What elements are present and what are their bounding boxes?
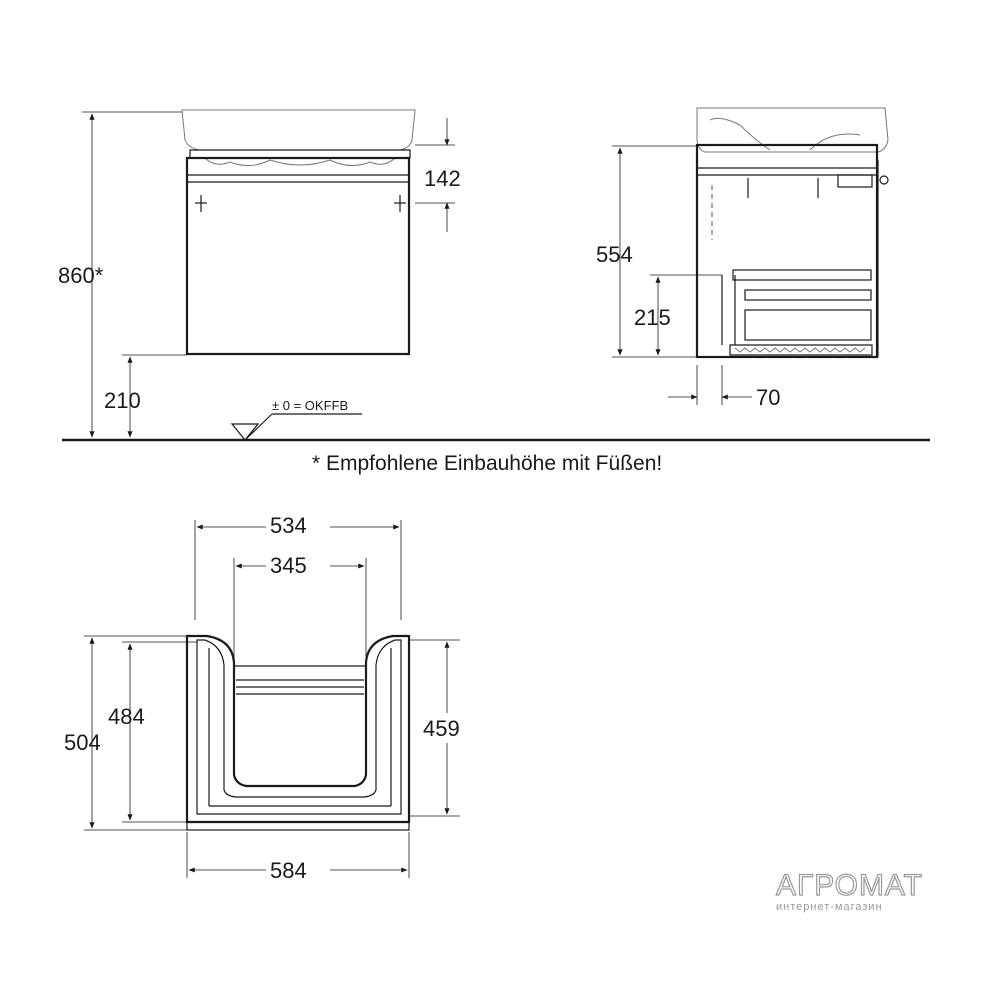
drawer-lower xyxy=(744,289,872,301)
basin-rim xyxy=(189,149,411,159)
mount-mark-right xyxy=(394,195,406,212)
floor-label: ± 0 = OKFFB xyxy=(272,398,348,413)
front-view: 860* 210 142 ± 0 = OKFFB xyxy=(58,109,461,441)
dim-584: 584 xyxy=(270,858,307,883)
side-view: 554 215 70 xyxy=(596,107,889,410)
front-cabinet xyxy=(185,156,411,356)
brand-name: АГРОМАТ xyxy=(776,869,923,902)
dim-484: 484 xyxy=(108,704,145,729)
dim-534: 534 xyxy=(270,513,307,538)
brand-tagline: интернет-магазин xyxy=(776,901,883,913)
dim-70: 70 xyxy=(756,385,780,410)
dim-459: 459 xyxy=(423,716,460,741)
brand-watermark: АГРОМАТ интернет-магазин xyxy=(775,868,923,913)
dim-554: 554 xyxy=(596,242,633,267)
floor-reference-icon xyxy=(230,413,362,441)
dim-345: 345 xyxy=(270,553,307,578)
installation-note: * Empfohlene Einbauhöhe mit Füßen! xyxy=(312,452,662,475)
dim-210: 210 xyxy=(104,388,141,413)
top-cabinet xyxy=(185,634,411,824)
mount-mark-left xyxy=(195,195,207,212)
dim-142: 142 xyxy=(424,166,461,191)
basin-outline xyxy=(181,109,416,151)
base-strip xyxy=(186,821,410,831)
dim-860: 860* xyxy=(58,263,104,288)
top-view: 534 345 584 504 484 459 xyxy=(64,510,476,885)
dim-215: 215 xyxy=(634,305,671,330)
drawer-upper xyxy=(732,269,872,281)
side-cabinet xyxy=(695,143,879,359)
dim-504: 504 xyxy=(64,730,101,755)
